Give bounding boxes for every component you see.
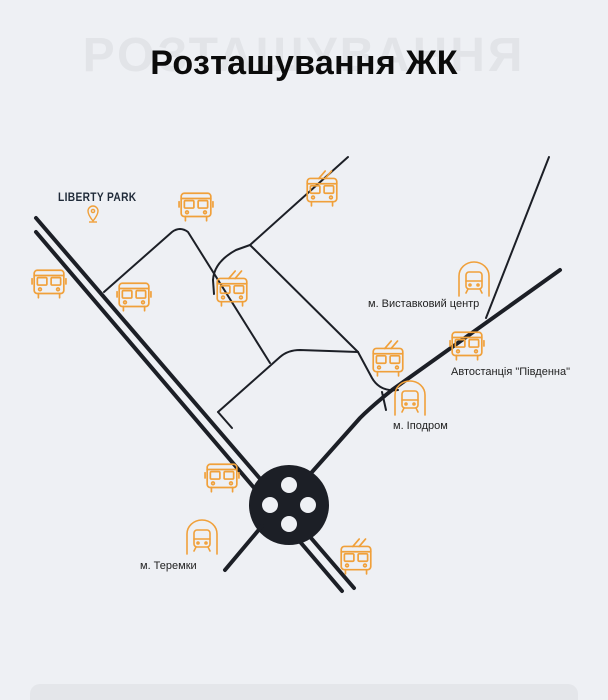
bottom-card — [30, 684, 578, 700]
trolleybus-icon — [340, 538, 372, 575]
label-teremky: м. Теремки — [140, 560, 197, 572]
title-watermark: Розташування — [82, 29, 526, 82]
label-avtostantsiia: Автостанція "Південна" — [451, 366, 571, 378]
page-title: Розташування ЖК — [150, 44, 458, 82]
southwest-exit — [223, 524, 264, 572]
bus-icon — [204, 463, 240, 493]
roundabout — [249, 465, 329, 545]
metro-train-icon — [186, 519, 218, 555]
trolleybus-icon — [372, 340, 404, 377]
label-vystavkovyi-tsentr: м. Виставковий центр — [368, 298, 480, 310]
bus-icon — [116, 282, 152, 312]
label-ipodrom: м. Іподром — [393, 420, 448, 432]
bus-icon — [178, 192, 214, 222]
metro-train-icon — [458, 261, 490, 297]
liberty-park-label: LIBERTY PARK — [58, 190, 137, 204]
location-pin-icon — [87, 205, 99, 223]
bus-icon — [31, 269, 67, 299]
roundabout-islands — [262, 477, 316, 532]
metro-train-icon — [394, 380, 426, 416]
east-avenue — [294, 156, 562, 492]
